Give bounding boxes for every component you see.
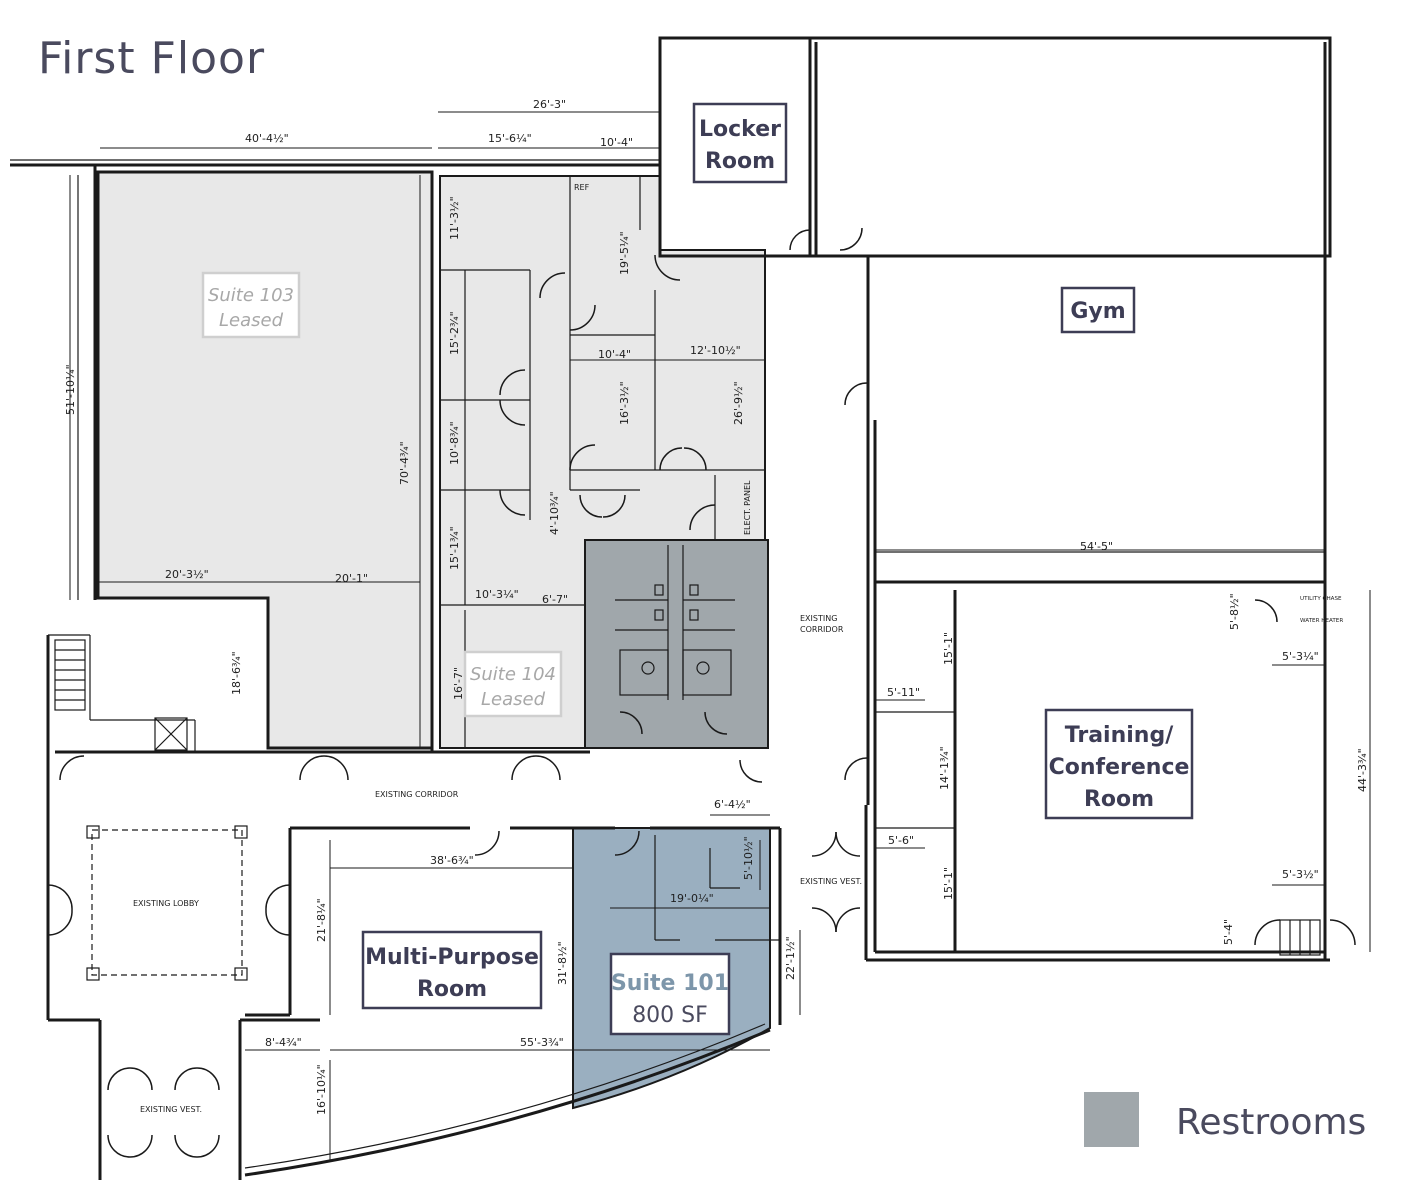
utility-chase-label: UTILITY CHASE xyxy=(1300,596,1342,602)
existing-corridor-vertical-1: EXISTING xyxy=(800,614,837,623)
legend-label-restrooms: Restrooms xyxy=(1176,1102,1366,1143)
elevator-icon xyxy=(154,717,188,751)
dim-31-8: 31'-8½" xyxy=(556,941,569,985)
stairs-icon xyxy=(54,639,86,711)
suite-101-label[interactable]: Suite 101 800 SF xyxy=(609,952,731,1036)
dim-5-3-top: 5'-3¼" xyxy=(1282,650,1319,663)
existing-lobby-label: EXISTING LOBBY xyxy=(133,899,199,908)
training-line3: Room xyxy=(1084,787,1154,812)
dim-40-4: 40'-4½" xyxy=(245,132,289,145)
dim-21-8: 21'-8¼" xyxy=(315,898,328,942)
multi-purpose-line2: Room xyxy=(417,977,487,1002)
dim-26-3: 26'-3" xyxy=(533,98,566,111)
dim-6-4: 6'-4½" xyxy=(714,798,751,811)
suite-103-status: Leased xyxy=(219,310,284,331)
water-heater-label: WATER HEATER xyxy=(1300,618,1343,624)
suite-104-name: Suite 104 xyxy=(470,664,556,685)
dim-15-1-upper: 15'-1" xyxy=(942,632,955,665)
dim-5-11: 5'-11" xyxy=(887,686,920,699)
existing-corridor-label: EXISTING CORRIDOR xyxy=(375,790,459,799)
dim-16-3: 16'-3½" xyxy=(618,381,631,425)
dim-20-1: 20'-1" xyxy=(335,572,368,585)
dim-5-10: 5'-10½" xyxy=(742,836,755,880)
dim-15-6: 15'-6¼" xyxy=(488,132,532,145)
dim-10-3: 10'-3¼" xyxy=(475,588,519,601)
dim-18-6: 18'-6¾" xyxy=(230,651,243,695)
dim-11-3: 11'-3½" xyxy=(448,196,461,240)
existing-corridor-vertical-2: CORRIDOR xyxy=(800,625,844,634)
dim-8-4: 8'-4¾" xyxy=(265,1036,302,1049)
dim-70-4: 70'-4¾" xyxy=(398,441,411,485)
suite-101-name: Suite 101 xyxy=(611,971,729,996)
dim-14-1: 14'-1¾" xyxy=(938,746,951,790)
dim-15-1-office: 15'-1¾" xyxy=(448,526,461,570)
restroom-area[interactable] xyxy=(584,539,769,749)
dim-10-4-top: 10'-4" xyxy=(600,136,633,149)
dim-54-5: 54'-5" xyxy=(1080,540,1113,553)
dim-5-6: 5'-6" xyxy=(888,834,914,847)
suite-103-name: Suite 103 xyxy=(208,285,294,306)
dim-55-3: 55'-3¾" xyxy=(520,1036,564,1049)
dim-12-10: 12'-10½" xyxy=(690,344,741,357)
dim-20-3: 20'-3½" xyxy=(165,568,209,581)
dim-15-1-lower: 15'-1" xyxy=(942,867,955,900)
training-line1: Training/ xyxy=(1065,723,1174,748)
lobby-outline xyxy=(91,829,243,976)
dim-6-7: 6'-7" xyxy=(542,593,568,606)
locker-room-label[interactable]: Locker Room xyxy=(692,102,788,184)
dim-5-8: 5'-8½" xyxy=(1228,593,1241,630)
dim-16-7: 16'-7" xyxy=(452,667,465,700)
dim-16-10: 16'-10¼" xyxy=(315,1064,328,1115)
gym-label[interactable]: Gym xyxy=(1060,286,1136,334)
locker-gym-top xyxy=(658,36,1332,258)
dim-38-6: 38'-6¾" xyxy=(430,854,474,867)
locker-room-line1: Locker xyxy=(699,117,781,142)
locker-room-line2: Room xyxy=(705,149,775,174)
suite-103-label[interactable]: Suite 103 Leased xyxy=(201,271,301,339)
suite-103-area[interactable] xyxy=(96,170,434,750)
dim-22-1: 22'-1½" xyxy=(784,936,797,980)
existing-vest-right-label: EXISTING VEST. xyxy=(800,877,862,886)
training-room-label[interactable]: Training/ Conference Room xyxy=(1044,708,1194,820)
steps-icon xyxy=(1279,919,1321,956)
elect-panel-label: ELECT. PANEL xyxy=(743,480,752,535)
legend-swatch-restrooms xyxy=(1084,1092,1139,1147)
dim-19-5: 19'-5¼" xyxy=(618,231,631,275)
dim-5-3-bottom: 5'-3½" xyxy=(1282,868,1319,881)
suite-101-area-text: 800 SF xyxy=(632,1003,708,1028)
gym-text: Gym xyxy=(1070,299,1125,324)
suite-104-status: Leased xyxy=(481,689,546,710)
dim-26-9: 26'-9½" xyxy=(732,381,745,425)
dimension-lines xyxy=(69,111,1371,1160)
dim-10-8: 10'-8¾" xyxy=(448,421,461,465)
dim-4-10: 4'-10¾" xyxy=(548,491,561,535)
suite-104-label[interactable]: Suite 104 Leased xyxy=(463,650,563,718)
existing-vest-bottom-label: EXISTING VEST. xyxy=(140,1105,202,1114)
legend: Restrooms xyxy=(1084,1092,1366,1147)
dim-5-4: 5'-4" xyxy=(1222,919,1235,945)
floor-title: First Floor xyxy=(38,33,265,84)
dim-19-0: 19'-0¼" xyxy=(670,892,714,905)
dim-51-10: 51'-10¼" xyxy=(64,364,77,415)
multi-purpose-line1: Multi-Purpose xyxy=(365,945,539,970)
dim-15-2: 15'-2¾" xyxy=(448,311,461,355)
dim-44-3: 44'-3¾" xyxy=(1356,748,1369,792)
ref-label: REF xyxy=(574,183,590,192)
doors xyxy=(47,227,1356,1158)
training-line2: Conference xyxy=(1049,755,1190,780)
dim-10-4-mid: 10'-4" xyxy=(598,348,631,361)
multi-purpose-room-label[interactable]: Multi-Purpose Room xyxy=(361,930,543,1010)
